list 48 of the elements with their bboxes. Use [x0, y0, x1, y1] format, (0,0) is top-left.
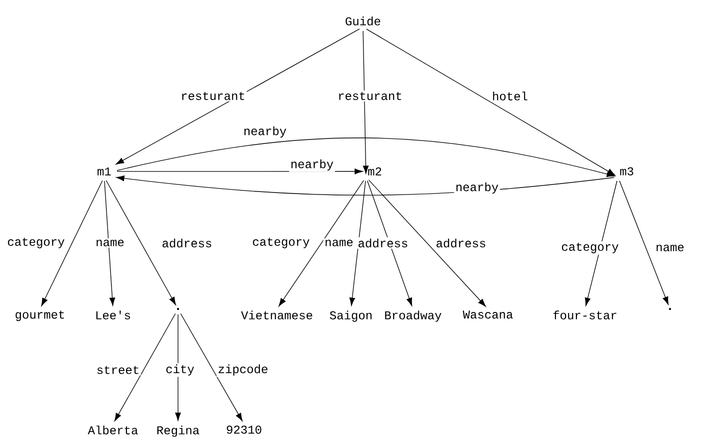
node-label: 92310 — [226, 426, 262, 434]
edge-label: name — [323, 238, 355, 248]
edge-label: nearby — [242, 125, 288, 139]
edge-label: nearby — [289, 158, 335, 172]
arrow — [116, 176, 614, 196]
node-label: Lee's — [96, 310, 130, 320]
node-label: Broadway — [385, 310, 442, 322]
arrow — [106, 180, 176, 306]
edge-label: zipcode — [216, 363, 270, 377]
edge-label: name — [94, 238, 126, 248]
edge-label: resturant — [179, 90, 247, 102]
edge-label: street — [95, 364, 141, 376]
arrow — [367, 180, 412, 306]
edge-label: category — [250, 236, 312, 250]
arrow — [619, 180, 669, 305]
arrow — [366, 28, 616, 176]
node-label: Alberta — [88, 426, 138, 434]
node-label: Vietnamese — [241, 310, 312, 320]
node-label: m1 — [98, 168, 111, 176]
arrow — [180, 313, 243, 422]
arrow — [116, 138, 615, 177]
node-label: gourmet — [16, 310, 64, 322]
node-label: Regina — [157, 426, 200, 437]
arrow — [349, 180, 366, 306]
node-label: m3 — [620, 167, 634, 176]
arrow — [114, 313, 176, 422]
edge-label: address — [160, 237, 214, 249]
arrow — [584, 180, 618, 306]
arrow — [175, 314, 181, 421]
arrow — [368, 180, 486, 307]
arrow — [362, 30, 369, 174]
edge-label: nearby — [454, 181, 500, 195]
node-label: Guide — [346, 16, 380, 26]
edge-label: name — [654, 243, 686, 253]
node-label: m2 — [368, 167, 382, 176]
edge-label: city — [164, 363, 196, 377]
edge-label: hotel — [490, 90, 530, 102]
arrow — [41, 180, 103, 306]
edge-label: category — [6, 236, 66, 250]
node-label: four-star — [553, 310, 616, 320]
edge-label: resturant — [336, 90, 404, 102]
node-label: Saigon — [330, 310, 372, 322]
arrow — [116, 28, 360, 164]
arrow — [278, 180, 364, 306]
edge-label: category — [560, 241, 620, 255]
edge-label: address — [434, 237, 488, 249]
node-label: Wascana — [462, 310, 513, 319]
arrow — [104, 180, 116, 306]
